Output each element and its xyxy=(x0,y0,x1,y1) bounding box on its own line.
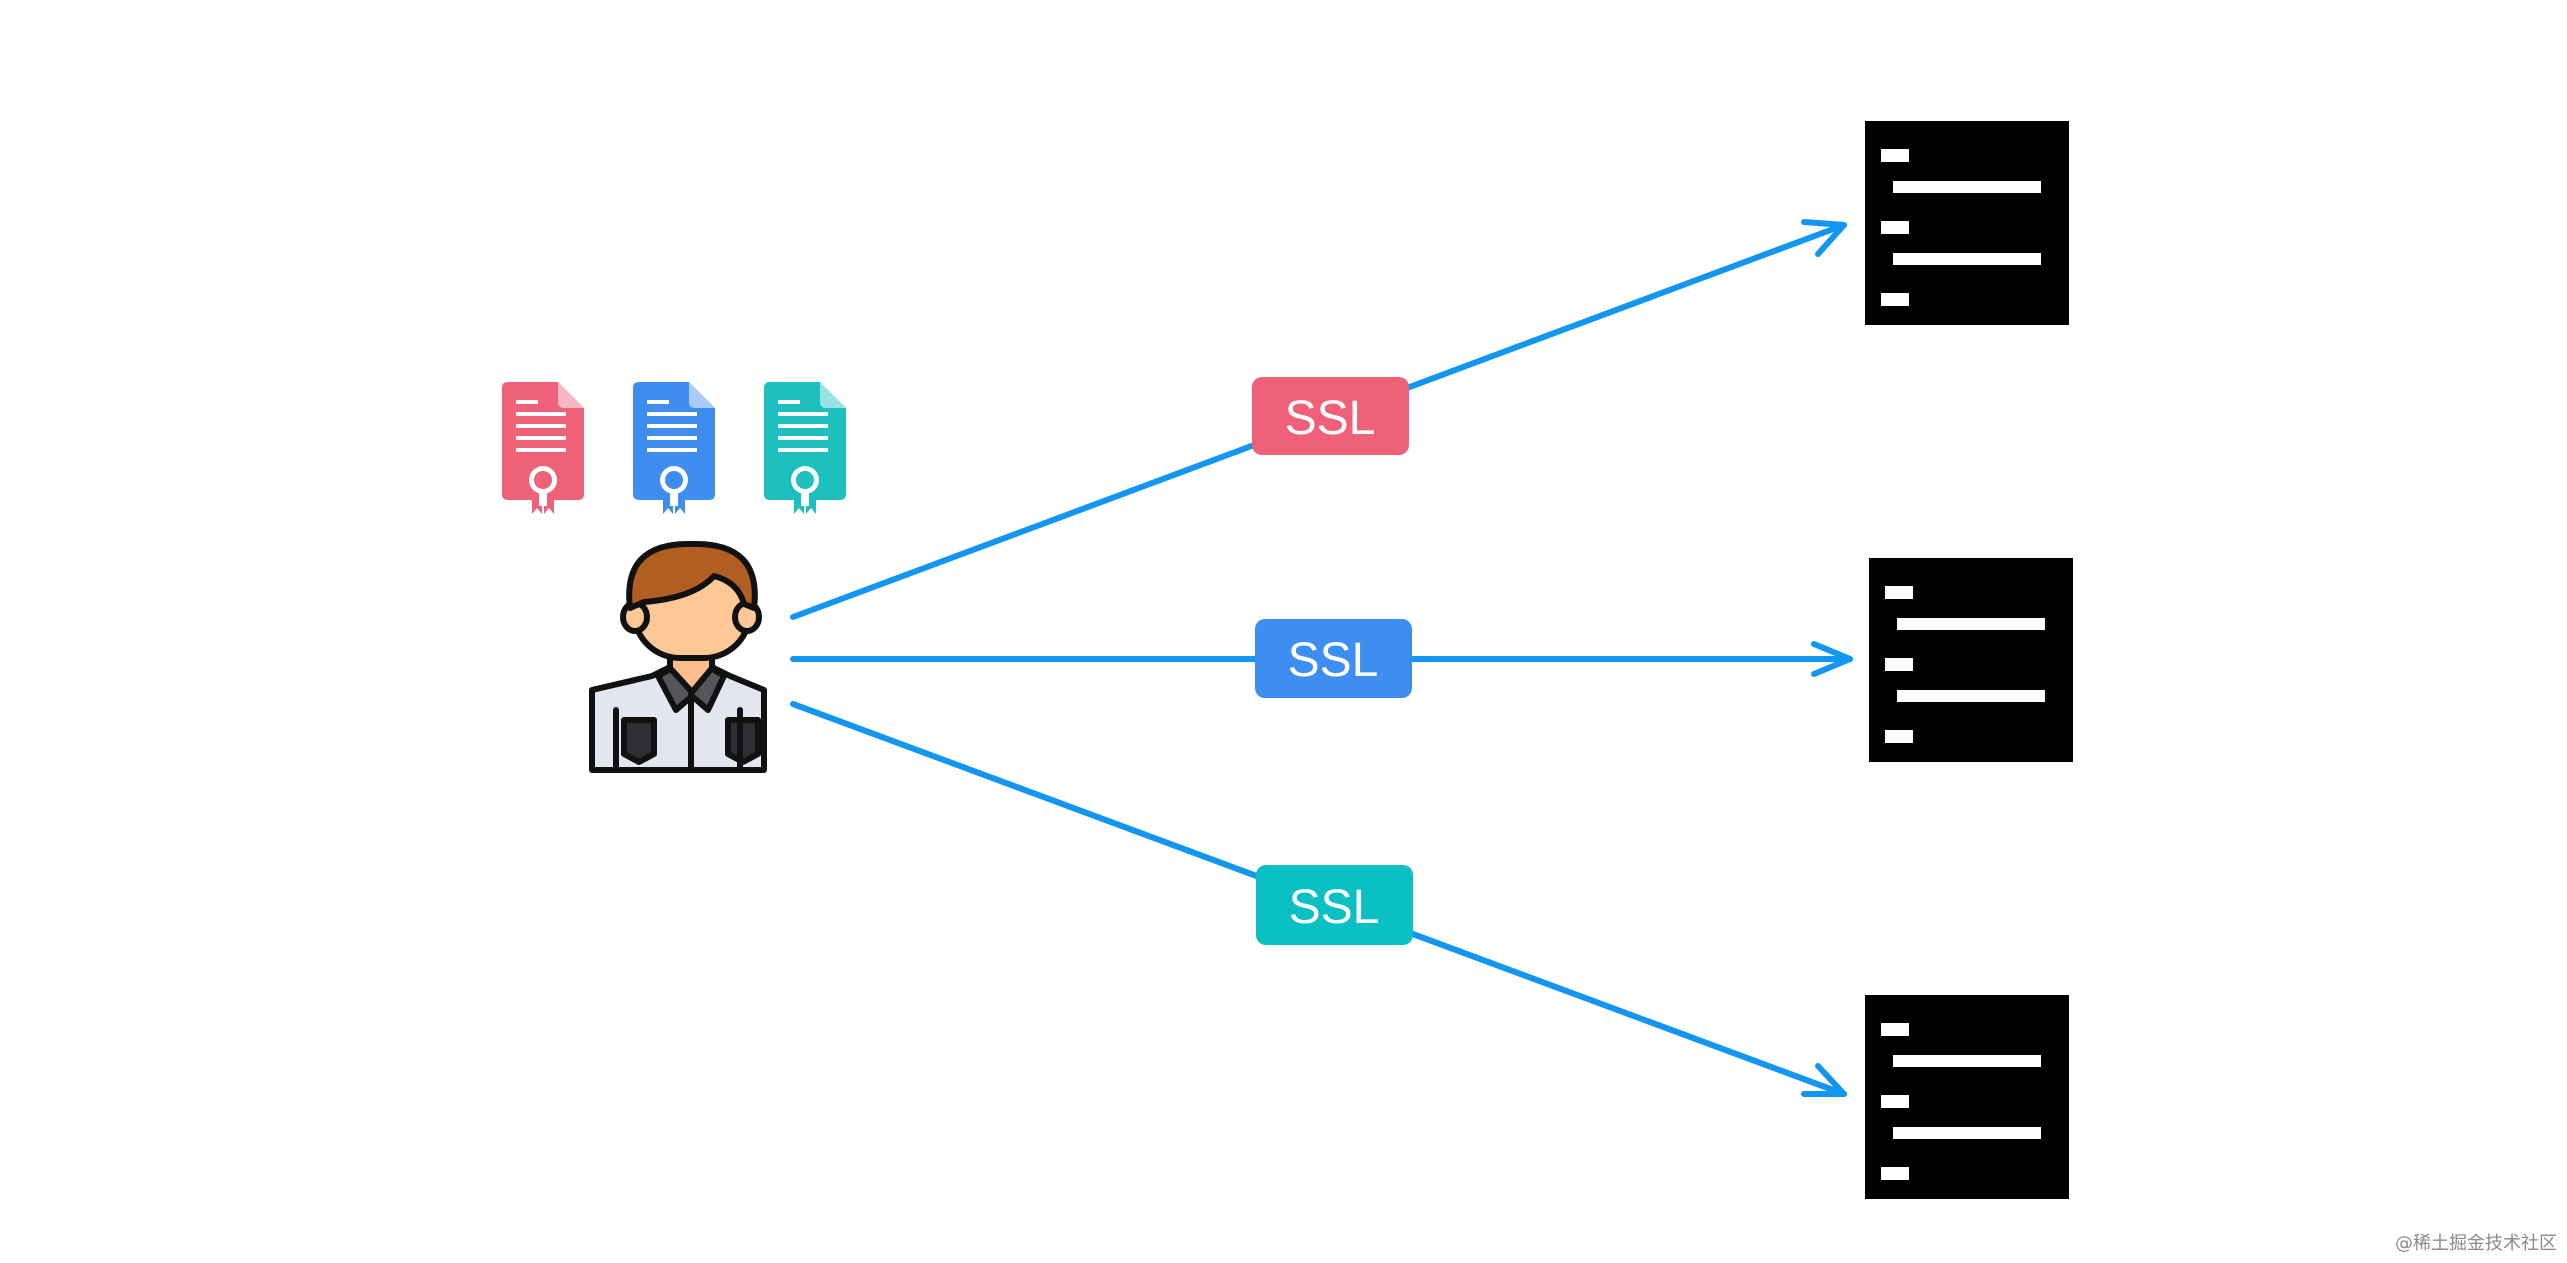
certificate-icon-red xyxy=(502,382,584,514)
ssl-label: SSL xyxy=(1288,634,1379,687)
arrowhead-middle xyxy=(1811,641,1853,677)
certificate-icon-blue xyxy=(633,382,715,514)
ssl-label: SSL xyxy=(1285,392,1376,445)
server-icon-bottom xyxy=(1865,995,2069,1199)
ssl-badge-red: SSL xyxy=(1252,377,1409,455)
server-icon-middle xyxy=(1869,558,2073,762)
server-icon-top xyxy=(1865,121,2069,325)
watermark: @稀土掘金技术社区 xyxy=(2395,1233,2557,1254)
ssl-label: SSL xyxy=(1289,881,1380,934)
user-icon xyxy=(589,540,767,773)
arrowhead-top xyxy=(1801,219,1847,257)
arrowhead-bottom xyxy=(1801,1063,1847,1097)
ssl-badge-blue: SSL xyxy=(1255,619,1412,698)
certificate-icon-teal xyxy=(764,382,846,514)
ssl-badge-teal: SSL xyxy=(1256,865,1413,945)
